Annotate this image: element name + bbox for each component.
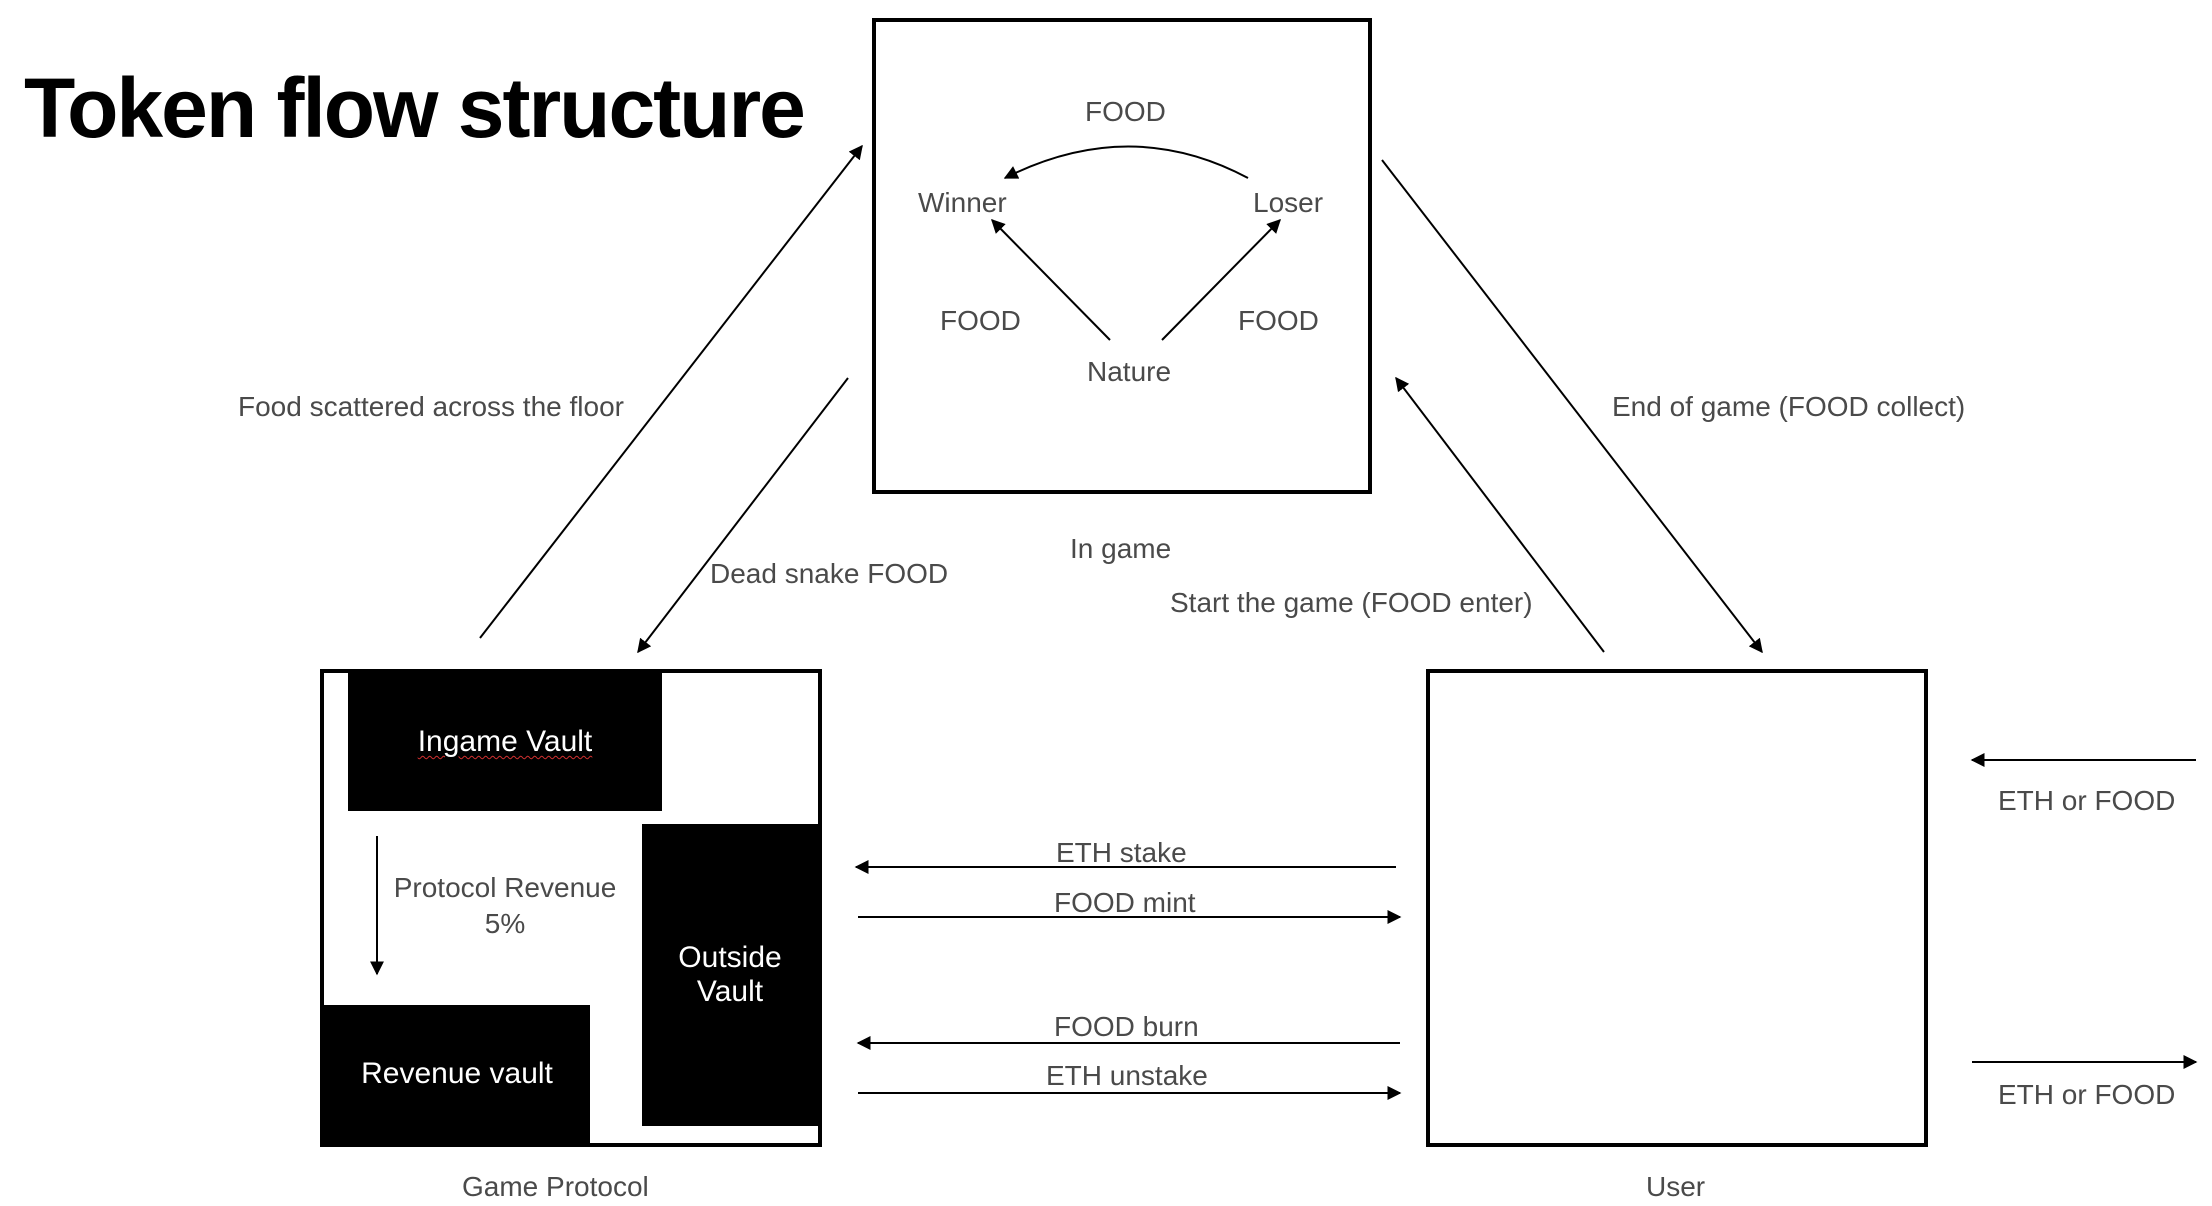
eth-unstake-text: ETH unstake xyxy=(1046,1060,1208,1091)
in-game-caption: In game xyxy=(1070,533,1172,564)
food-right-label: FOOD xyxy=(1238,305,1319,336)
nature-to-loser-arrow xyxy=(1161,219,1281,341)
start-game-arrow xyxy=(1395,376,1605,653)
food-left-label: FOOD xyxy=(940,305,1021,336)
end-game-arrow xyxy=(1381,159,1763,654)
start-game-label: Start the game (FOOD enter) xyxy=(1170,587,1533,618)
loser-node: Loser xyxy=(1253,187,1324,218)
user-box xyxy=(1426,669,1928,1147)
revenue-vault: Revenue vault xyxy=(324,1005,590,1143)
nature-to-winner-arrow xyxy=(991,219,1111,341)
nature-node: Nature xyxy=(1087,356,1172,387)
protocol-revenue-text: Protocol Revenue xyxy=(393,872,617,903)
food-scattered-arrow xyxy=(479,144,863,639)
dead-snake-arrow xyxy=(637,377,849,654)
winner-node: Winner xyxy=(918,187,1007,218)
eth-or-food-out-label: ETH or FOOD xyxy=(1998,1079,2176,1110)
eth-or-food-in-label: ETH or FOOD xyxy=(1998,785,2176,816)
food-top-label: FOOD xyxy=(1085,96,1166,127)
food-burn-label: FOOD burn xyxy=(1054,1011,1199,1042)
ingame-vault: Ingame Vault xyxy=(348,673,662,811)
food-scattered-label: Food scattered across the floor xyxy=(238,391,624,422)
eth-unstake-label: ETH unstake xyxy=(1046,1062,1208,1090)
outside-vault-label: Outside Vault xyxy=(678,941,782,1008)
food-mint-label: FOOD mint xyxy=(1054,887,1196,918)
protocol-revenue-label: Protocol Revenue 5% xyxy=(394,870,617,942)
eth-stake-label: ETH stake xyxy=(1056,837,1187,868)
in-game-box xyxy=(872,18,1372,494)
end-game-label: End of game (FOOD collect) xyxy=(1612,391,1966,422)
user-caption: User xyxy=(1646,1171,1706,1202)
loser-to-winner-arrow xyxy=(1003,145,1249,179)
outside-vault: Outside Vault xyxy=(642,824,818,1126)
dead-snake-label: Dead snake FOOD xyxy=(710,558,949,589)
page-title: Token flow structure xyxy=(24,61,806,155)
ingame-vault-label: Ingame Vault xyxy=(417,725,593,758)
game-protocol-caption: Game Protocol xyxy=(462,1171,649,1202)
revenue-vault-label: Revenue vault xyxy=(361,1057,553,1090)
protocol-revenue-pct: 5% xyxy=(484,908,526,939)
